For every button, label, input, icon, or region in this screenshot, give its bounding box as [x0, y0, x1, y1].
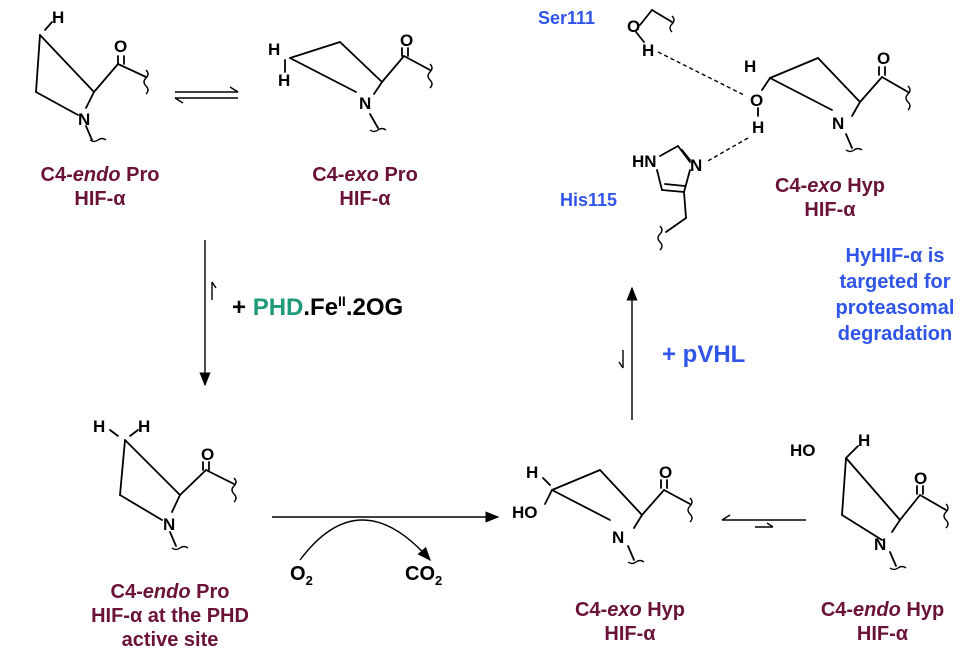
atom-o: O — [114, 37, 127, 56]
atom-n: N — [690, 156, 702, 175]
equilibrium-arrow-top — [174, 86, 239, 104]
atom-n: N — [163, 515, 175, 534]
product-co2: CO2 — [405, 563, 443, 588]
reagent-o2: O2 — [290, 563, 313, 588]
arrow-pvhl-binding — [618, 286, 638, 420]
molecule-c4-exo-hyp: H HO O N — [512, 463, 693, 565]
atom-h: H — [268, 40, 280, 59]
atom-h: H — [52, 8, 64, 27]
atom-ho: HO — [790, 441, 816, 460]
label-c4-endo-pro: C4-endo Pro HIF-α — [40, 164, 160, 210]
molecule-c4-exo-pro: H H O N — [268, 31, 433, 133]
molecule-c4-endo-hyp: HO H O N — [790, 431, 949, 571]
atom-h: H — [858, 431, 870, 450]
atom-n: N — [359, 94, 371, 113]
atom-h: H — [744, 57, 756, 76]
molecule-c4-exo-hyp-bound: O H H O H O N HN N — [627, 9, 911, 251]
molecule-c4-endo-pro-active-site: H H O N — [93, 417, 237, 551]
note-degradation: HyHIF-α is targeted for proteasomal degr… — [835, 245, 955, 345]
atom-h: H — [642, 41, 654, 60]
label-c4-exo-hyp-bound: C4-exo Hyp HIF-α — [774, 175, 886, 221]
atom-o: O — [400, 31, 413, 50]
reagent-pvhl: + pVHL — [662, 341, 746, 368]
atom-ho: HO — [512, 503, 538, 522]
atom-h: H — [93, 417, 105, 436]
atom-n: N — [78, 110, 90, 129]
atom-o: O — [659, 463, 672, 482]
molecule-c4-endo-pro: H O N — [35, 8, 149, 143]
atom-n: N — [612, 528, 624, 547]
atom-o: O — [877, 49, 890, 68]
label-c4-exo-hyp: C4-exo Hyp HIF-α — [574, 599, 686, 645]
equilibrium-arrow-bottom — [721, 514, 806, 528]
atom-o: O — [627, 17, 640, 36]
atom-o: O — [750, 91, 763, 110]
atom-hn: HN — [632, 152, 657, 171]
arrow-hydroxylation — [272, 511, 500, 562]
atom-h: H — [278, 71, 290, 90]
label-c4-endo-pro-active-site: C4-endo Pro HIF-α at the PHD active site — [91, 581, 249, 651]
arrow-phd-binding — [199, 240, 217, 387]
atom-h: H — [752, 118, 764, 137]
atom-n: N — [874, 535, 886, 554]
atom-o: O — [914, 469, 927, 488]
atom-h: H — [526, 463, 538, 482]
label-c4-exo-pro: C4-exo Pro HIF-α — [312, 164, 418, 210]
residue-his115: His115 — [560, 190, 618, 210]
atom-o: O — [201, 445, 214, 464]
reagent-phd: + PHD.FeII.2OG — [232, 293, 404, 321]
residue-ser111: Ser111 — [538, 8, 596, 28]
atom-n: N — [832, 114, 844, 133]
label-c4-endo-hyp: C4-endo Hyp HIF-α — [820, 599, 945, 645]
atom-h: H — [138, 417, 150, 436]
